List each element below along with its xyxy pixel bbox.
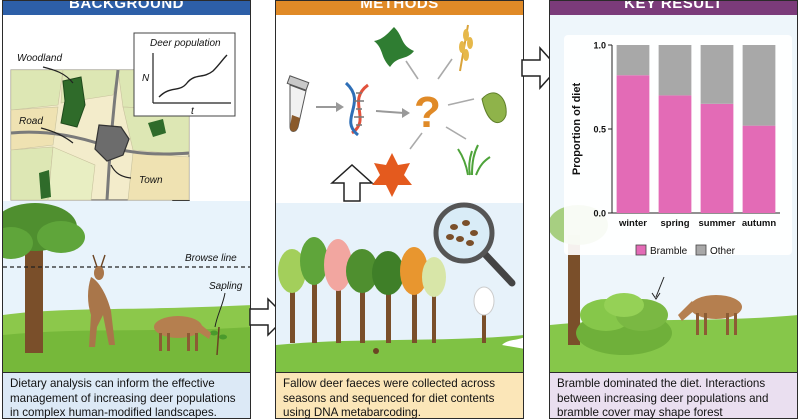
grazing-deer-icon bbox=[154, 316, 211, 351]
road-label: Road bbox=[19, 116, 43, 127]
chart-ylabel: Proportion of diet bbox=[571, 83, 583, 176]
up-arrow-icon bbox=[330, 163, 374, 202]
sapling-icon bbox=[210, 326, 227, 356]
chart-legend: Bramble Other bbox=[635, 244, 736, 257]
woodland-label: Woodland bbox=[17, 53, 62, 64]
key-result-illustration: Proportion of diet 0.0 0.5 1.0 winter spring… bbox=[550, 15, 797, 373]
forest-scene: Browse line Sapling bbox=[3, 201, 250, 373]
bar-bramble-summer bbox=[700, 103, 734, 213]
population-inset-chart: Deer population N t bbox=[133, 32, 236, 117]
browse-line-label: Browse line bbox=[185, 253, 237, 264]
magnifying-glass-icon bbox=[433, 202, 516, 287]
key-result-caption: Bramble dominated the diet. Interactions… bbox=[550, 372, 797, 418]
bar-other-spring bbox=[658, 45, 692, 96]
legend-label-bramble: Bramble bbox=[650, 246, 688, 257]
background-panel: BACKGROUND Woodland bbox=[2, 0, 251, 419]
holly-leaf-icon bbox=[374, 27, 414, 67]
grazing-deer-icon bbox=[678, 295, 742, 335]
bar-other-autumn bbox=[742, 45, 776, 126]
key-result-title: KEY RESULT bbox=[624, 1, 723, 12]
methods-header: METHODS bbox=[276, 1, 523, 15]
inset-chart-xlabel: t bbox=[191, 106, 195, 117]
methods-illustration: ? bbox=[276, 24, 523, 373]
legend-swatch-bramble bbox=[635, 244, 647, 256]
dna-icon bbox=[344, 81, 369, 137]
town-label: Town bbox=[139, 175, 163, 186]
forest-samples-scene bbox=[276, 203, 523, 373]
key-result-panel: KEY RESULT Proportion of bbox=[549, 0, 798, 419]
y-tick-label: 1.0 bbox=[593, 41, 606, 51]
x-tick-label: autumn bbox=[742, 218, 777, 229]
diet-stacked-bar-chart: Proportion of diet 0.0 0.5 1.0 winter spring… bbox=[571, 41, 780, 229]
inset-chart-ylabel: N bbox=[142, 73, 150, 84]
background-caption: Dietary analysis can inform the effectiv… bbox=[3, 372, 250, 418]
oak-leaf-icon bbox=[481, 92, 507, 124]
sapling-label: Sapling bbox=[209, 281, 243, 292]
x-tick-label: winter bbox=[618, 218, 647, 229]
y-tick-label: 0.5 bbox=[593, 125, 606, 135]
maple-leaf-icon bbox=[372, 153, 412, 197]
bar-bramble-autumn bbox=[742, 125, 776, 213]
sample-tube-icon bbox=[286, 75, 310, 132]
bramble-bush-icon bbox=[576, 293, 672, 355]
bar-bramble-winter bbox=[616, 75, 650, 213]
key-result-header: KEY RESULT bbox=[550, 1, 797, 15]
diet-arrows bbox=[405, 58, 475, 150]
grass-icon bbox=[457, 144, 491, 176]
standing-deer-icon bbox=[88, 254, 115, 347]
wheat-icon bbox=[459, 24, 473, 72]
legend-label-other: Other bbox=[710, 246, 736, 257]
x-tick-label: summer bbox=[699, 218, 736, 229]
methods-panel: METHODS ? bbox=[275, 0, 524, 419]
background-header: BACKGROUND bbox=[3, 1, 250, 15]
methods-caption: Fallow deer faeces were collected across… bbox=[276, 372, 523, 418]
background-illustration: Woodland Road Town Deer population N t B bbox=[3, 32, 250, 373]
question-mark: ? bbox=[414, 88, 441, 137]
bar-other-winter bbox=[616, 45, 650, 76]
methods-title: METHODS bbox=[360, 1, 439, 12]
inset-chart-title: Deer population bbox=[150, 38, 221, 49]
bar-bramble-spring bbox=[658, 95, 692, 213]
x-tick-label: spring bbox=[660, 218, 689, 229]
legend-swatch-other bbox=[695, 244, 707, 256]
background-title: BACKGROUND bbox=[69, 1, 184, 12]
y-tick-label: 0.0 bbox=[593, 209, 606, 219]
bar-other-summer bbox=[700, 45, 734, 104]
